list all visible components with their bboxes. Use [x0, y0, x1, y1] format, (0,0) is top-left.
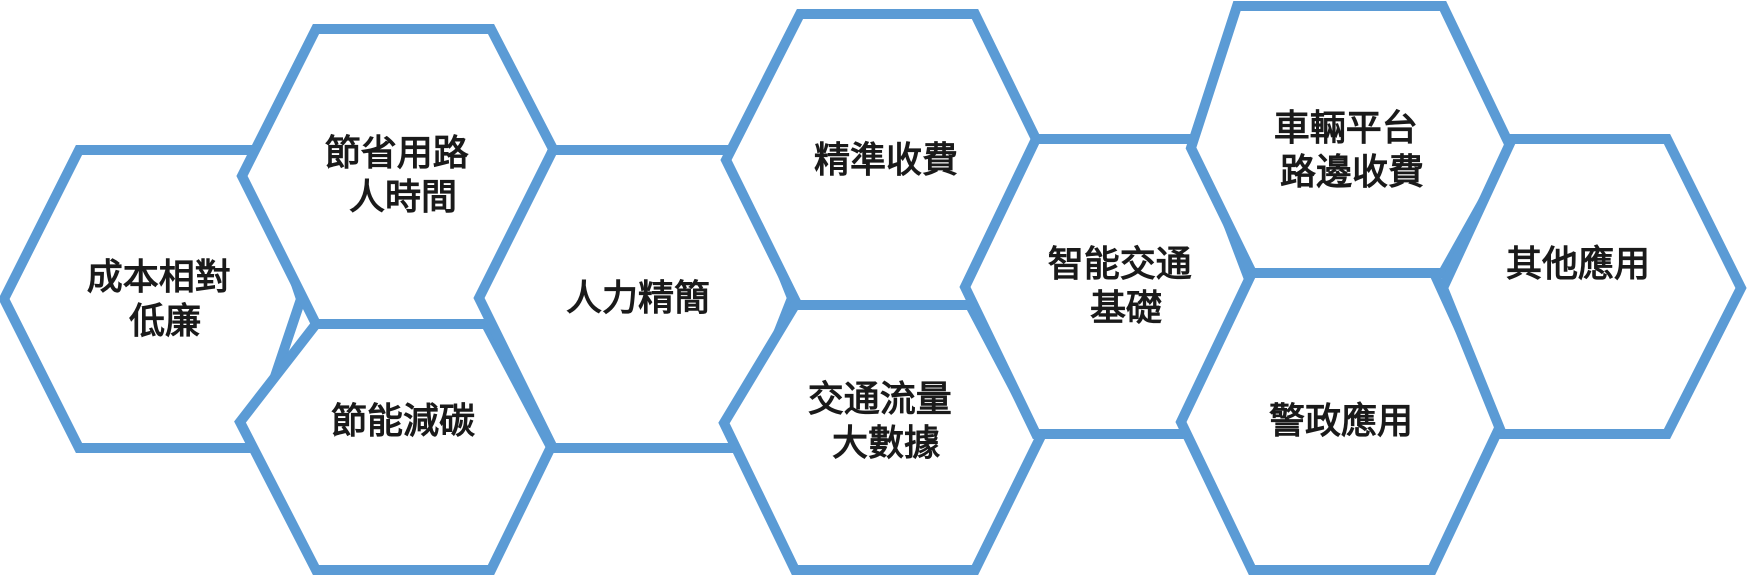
hex-label-line: 大數據	[832, 423, 941, 464]
hex-cell-other: 其他應用	[1437, 134, 1747, 439]
hex-label-line: 警政應用	[1269, 400, 1413, 442]
hex-label-line: 節能減碳	[331, 401, 476, 442]
hex-label: 智能交通 基礎	[1048, 243, 1205, 329]
hexagon-shape	[1185, 1, 1518, 278]
hex-label-line: 車輛平台	[1274, 108, 1418, 149]
hex-cell-police: 警政應用	[1175, 268, 1508, 575]
hex-label-line: 其他應用	[1506, 243, 1650, 285]
hex-label: 人力精簡	[566, 278, 710, 319]
hex-label: 節省用路 人時間	[325, 133, 482, 218]
hex-label: 精準收費	[814, 140, 958, 181]
hex-label-line: 成本相對	[87, 257, 231, 298]
hex-label-line: 精準收費	[814, 140, 958, 181]
hex-label: 成本相對 低廉	[87, 257, 244, 342]
hex-cell-vehicle: 車輛平台 路邊收費	[1185, 1, 1518, 278]
hex-label-line: 路邊收費	[1280, 152, 1424, 193]
hexagon-shape	[1175, 268, 1508, 575]
hexagon-shape	[1437, 134, 1747, 439]
hex-label-line: 交通流量	[808, 378, 952, 420]
hex-label-line: 節省用路	[325, 133, 470, 174]
hex-label-line: 人時間	[349, 177, 457, 218]
hex-label-line: 智能交通	[1048, 243, 1192, 285]
hex-cell-manpower: 人力精簡	[473, 145, 798, 453]
hex-label: 其他應用	[1506, 243, 1650, 285]
hex-label: 節能減碳	[331, 401, 476, 442]
hex-label: 警政應用	[1269, 400, 1413, 442]
hex-label-line: 低廉	[129, 301, 201, 342]
hex-label: 交通流量 大數據	[808, 378, 965, 464]
hex-label-line: 人力精簡	[566, 278, 710, 319]
hex-cell-save-time: 節省用路 人時間	[236, 24, 559, 329]
hexagon-shape	[234, 319, 557, 575]
hex-label-line: 基礎	[1090, 288, 1162, 329]
hex-cell-energy: 節能減碳	[234, 319, 557, 575]
hex-label: 車輛平台 路邊收費	[1274, 108, 1431, 193]
